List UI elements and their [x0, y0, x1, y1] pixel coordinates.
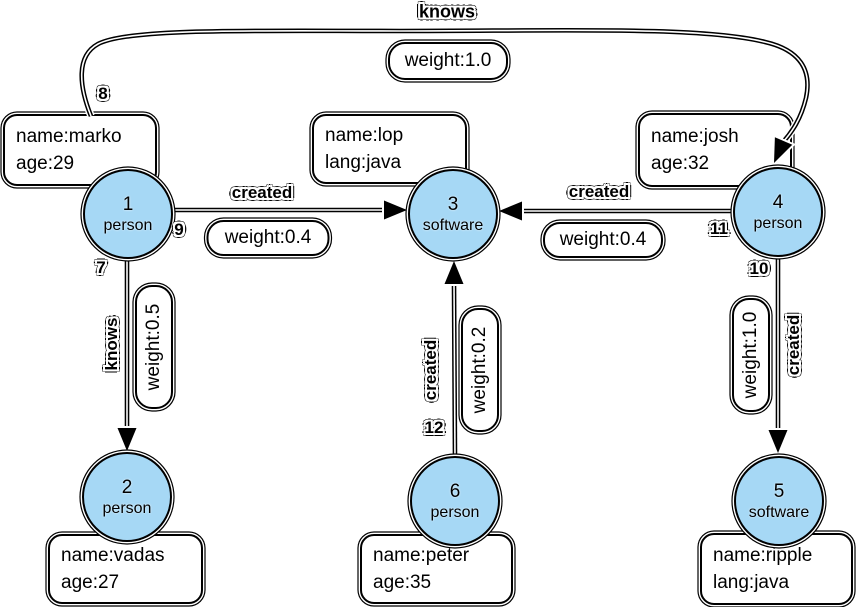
- node-id: 1: [122, 193, 134, 215]
- node-label: person: [753, 214, 803, 232]
- property-line: name:peter: [373, 545, 470, 566]
- edge-label-created-12: created: [421, 339, 440, 401]
- node-id: 2: [121, 476, 133, 498]
- node-label: person: [102, 499, 152, 517]
- node-label: person: [103, 216, 153, 234]
- weight-pill-edge-9: weight:0.4: [206, 220, 330, 256]
- node-4-person: 4 person: [733, 167, 823, 257]
- edge-id-11: 11: [710, 219, 728, 238]
- node-id: 5: [773, 480, 785, 502]
- weight-value: weight:1.0: [404, 50, 492, 71]
- weight-value: weight:0.2: [469, 326, 490, 414]
- property-line: name:ripple: [713, 545, 813, 566]
- weight-value: weight:0.4: [224, 227, 312, 248]
- edge-label-created-11: created: [568, 182, 630, 201]
- edge-knows-7: [114, 259, 140, 457]
- edge-created-11: [493, 198, 733, 224]
- weight-pill-edge-11: weight:0.4: [543, 222, 663, 258]
- edge-created-9: [173, 197, 413, 223]
- property-line: age:35: [373, 572, 432, 593]
- weight-pill-edge-8: weight:1.0: [388, 42, 508, 80]
- edge-id-8: 8: [98, 84, 108, 103]
- property-line: name:lop: [325, 125, 404, 146]
- node-id: 4: [772, 191, 784, 213]
- edge-id-7: 7: [96, 258, 106, 277]
- edge-label-created-10: created: [784, 314, 803, 376]
- node-3-software: 3 software: [408, 169, 498, 259]
- property-box-peter: name:peter age:35: [360, 534, 513, 604]
- edge-knows-8: [77, 26, 812, 168]
- node-2-person: 2 person: [82, 452, 172, 542]
- edge-id-10: 10: [749, 259, 769, 278]
- node-label: software: [422, 216, 484, 234]
- property-line: age:27: [61, 572, 120, 593]
- property-line: lang:java: [713, 572, 790, 593]
- property-line: name:vadas: [61, 545, 165, 566]
- property-line: name:josh: [651, 126, 739, 147]
- node-id: 6: [449, 480, 461, 502]
- edge-label-knows-7: knows: [102, 317, 121, 371]
- property-line: age:32: [651, 153, 710, 174]
- node-id: 3: [447, 193, 459, 215]
- weight-pill-edge-7: weight:0.5: [135, 285, 173, 409]
- edge-id-9: 9: [174, 220, 184, 239]
- edge-id-12: 12: [424, 418, 444, 437]
- property-line: age:29: [16, 153, 75, 174]
- node-1-person: 1 person: [83, 169, 173, 259]
- edge-created-10: [765, 257, 791, 459]
- property-box-marko: name:marko age:29: [3, 114, 157, 186]
- node-label: software: [748, 503, 810, 521]
- property-box-lop: name:lop lang:java: [312, 114, 467, 184]
- weight-value: weight:1.0: [740, 311, 761, 399]
- weight-value: weight:0.4: [559, 229, 647, 250]
- property-line: name:marko: [16, 126, 122, 147]
- weight-pill-edge-10: weight:1.0: [732, 298, 770, 412]
- weight-pill-edge-12: weight:0.2: [461, 308, 499, 432]
- property-line: lang:java: [325, 152, 402, 173]
- node-5-software: 5 software: [734, 456, 824, 546]
- edge-label-created-9: created: [231, 183, 293, 202]
- edge-label-knows-8: knows: [418, 1, 476, 22]
- node-6-person: 6 person: [410, 456, 500, 546]
- node-label: person: [430, 503, 480, 521]
- edge-created-12: [441, 255, 467, 460]
- weight-value: weight:0.5: [143, 303, 164, 391]
